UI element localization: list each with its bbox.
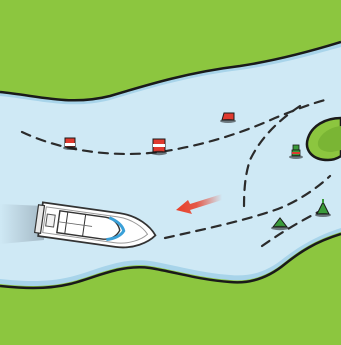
red-can-buoy-1 [63,138,77,150]
red-can-buoy-2 [151,139,167,155]
